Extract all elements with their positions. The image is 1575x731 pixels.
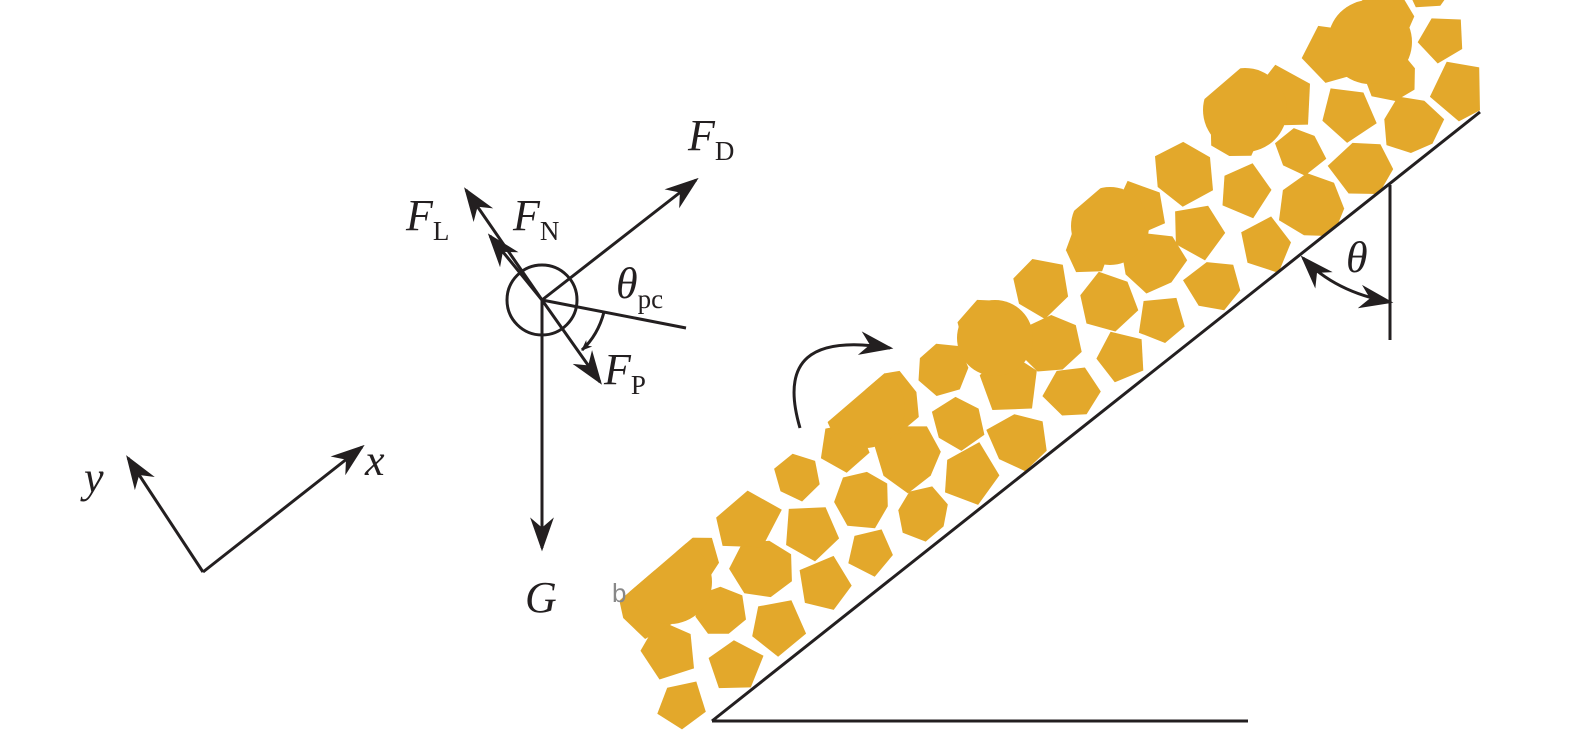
gravity-label: G [525, 573, 557, 622]
angular-particle [708, 640, 764, 689]
angular-particle [1017, 315, 1082, 372]
angular-particle [713, 489, 782, 548]
FP-label: FP [603, 345, 646, 400]
angular-particle [1155, 141, 1213, 207]
FN-label: FN [512, 191, 559, 246]
free-body-diagram: FD FL FN FP θpc G [405, 111, 734, 622]
y-axis-arrow [126, 455, 205, 573]
angular-particle [945, 442, 1000, 505]
angular-particle [1322, 88, 1377, 143]
angular-particle [1183, 262, 1241, 311]
coordinate-axes: y x [80, 436, 385, 574]
angular-particle [1175, 205, 1226, 261]
angular-particle [1429, 61, 1480, 122]
FD-label: FD [687, 111, 734, 166]
angular-particle [874, 426, 941, 494]
pressure-force-arrow [540, 299, 602, 385]
angular-particle [1405, 0, 1456, 8]
angular-particle [1275, 128, 1327, 176]
angular-particle [1279, 173, 1345, 237]
theta-pc-label: θpc [616, 259, 663, 314]
y-axis-label: y [80, 453, 104, 502]
angular-particle [640, 619, 694, 680]
theta-angle-arc [1300, 255, 1394, 309]
x-axis-arrow [202, 444, 365, 574]
angular-particle [799, 555, 852, 610]
angular-particle [1138, 297, 1185, 343]
angular-particle [1096, 331, 1144, 383]
round-particle [1071, 187, 1149, 265]
x-axis-label: x [364, 436, 385, 485]
angular-particle [729, 540, 792, 598]
angular-particle [1013, 259, 1069, 319]
drag-force-arrow [541, 177, 699, 302]
round-particle [1203, 68, 1287, 152]
FL-label: FL [405, 191, 449, 246]
angular-particle [848, 529, 893, 577]
angular-particle [1327, 142, 1394, 194]
granular-particles [620, 0, 1480, 730]
angular-particle [898, 486, 948, 542]
angular-particle [1384, 96, 1445, 153]
angular-particle [1417, 18, 1463, 64]
round-particle [957, 300, 1033, 376]
angular-particle [1080, 271, 1139, 332]
angular-particle [752, 600, 807, 657]
slope-line [711, 110, 1481, 723]
round-particle [825, 368, 905, 448]
angular-particle [1042, 367, 1101, 416]
angular-particle [1222, 163, 1272, 219]
angular-particle [931, 396, 985, 451]
rotation-arrow [792, 331, 894, 429]
angular-particle [918, 343, 969, 396]
round-particle [1328, 0, 1412, 84]
theta-pc-arc [580, 311, 606, 352]
angular-particle [786, 507, 840, 562]
angular-particle [986, 414, 1047, 472]
angular-particle [774, 453, 820, 502]
angular-particle [657, 681, 706, 730]
angular-particle [1241, 216, 1291, 273]
angular-particle [834, 471, 888, 529]
stray-text: b [612, 578, 626, 608]
reference-line [541, 298, 687, 330]
theta-label: θ [1346, 233, 1368, 282]
round-particle [628, 540, 712, 624]
normal-force-arrow [487, 233, 544, 301]
